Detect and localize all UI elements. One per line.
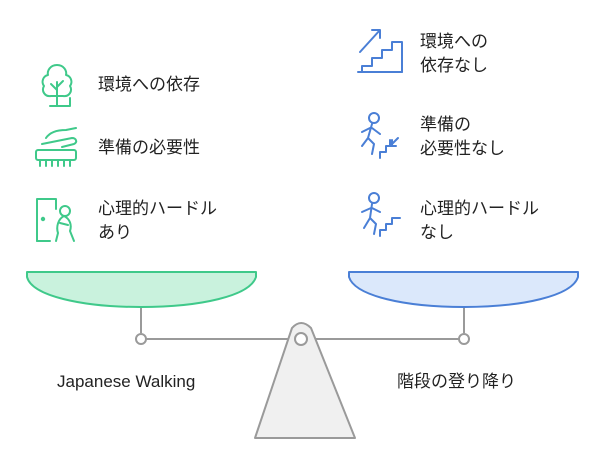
stairs-up-arrow-icon <box>354 24 406 76</box>
preparation-hand-icon <box>32 124 82 170</box>
right-pan <box>348 271 579 308</box>
person-at-door-icon <box>34 195 80 245</box>
fulcrum-pivot <box>294 332 308 346</box>
left-beam-joint <box>135 333 147 345</box>
right-item-3-text: 心理的ハードル なし <box>420 199 539 242</box>
right-beam-joint <box>458 333 470 345</box>
right-item-1-text: 環境への 依存なし <box>420 32 488 75</box>
right-item-2-text: 準備の 必要性なし <box>420 115 505 158</box>
fulcrum-stand <box>254 322 356 439</box>
left-item-2-text: 準備の必要性 <box>98 138 200 157</box>
tree-icon <box>36 62 78 108</box>
left-item-1-text: 環境への依存 <box>98 75 200 94</box>
left-pan <box>26 271 257 308</box>
left-item-3-text: 心理的ハードル あり <box>98 199 217 242</box>
person-climbing-stairs-icon <box>354 110 406 162</box>
right-caption: 階段の登り降り <box>397 372 516 391</box>
left-caption: Japanese Walking <box>57 372 196 391</box>
person-running-stairs-icon <box>354 190 406 242</box>
